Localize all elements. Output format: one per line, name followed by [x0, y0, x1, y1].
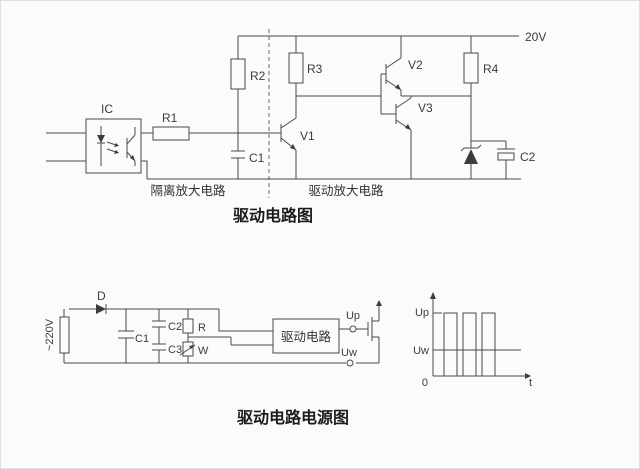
resistor-R1: R1 — [141, 111, 281, 141]
resistor-R-pot-W-column: R W — [179, 309, 209, 363]
transistor-V2-label: V2 — [408, 58, 423, 72]
pot-W-label: W — [198, 345, 209, 357]
pulse-train — [443, 312, 496, 376]
capacitor-C1-supply: C1 — [118, 309, 149, 363]
section-label-drive-amp: 驱动放大电路 — [308, 183, 384, 198]
resistor-R3: R3 — [288, 36, 323, 118]
ac-source: ~220V — [44, 309, 70, 363]
capacitor-C2-C3-column: C2 C3 — [152, 309, 182, 363]
plot-axes — [432, 296, 525, 377]
zener-diode-icon — [460, 144, 482, 179]
transistor-V1-label: V1 — [300, 129, 315, 143]
block-input-wires — [188, 309, 273, 346]
resistor-R3-label: R3 — [307, 62, 323, 76]
transistor-V3-label: V3 — [418, 101, 433, 115]
resistor-R1-label: R1 — [162, 111, 178, 125]
up-output: Up — [339, 310, 368, 333]
bottom-power-circuit: ~220V D C1 C2 C3 R W — [44, 289, 532, 427]
top-drive-circuit: 20V R2 R3 R4 IC — [46, 29, 546, 225]
push-pull-base-wire — [296, 74, 382, 114]
capacitor-C2-supply-label: C2 — [168, 321, 182, 333]
up-output-label: Up — [346, 310, 360, 322]
capacitor-C3-supply-label: C3 — [168, 344, 182, 356]
capacitor-C1: C1 — [231, 133, 265, 179]
resistor-R-label: R — [198, 322, 206, 334]
waveform-plot: Up Uw 0 t — [413, 292, 532, 389]
ac-source-label: ~220V — [44, 318, 56, 351]
mosfet-icon — [367, 300, 382, 363]
led-diode-icon — [97, 135, 105, 143]
diode-D: D — [69, 289, 219, 314]
top-circuit-title: 驱动电路图 — [233, 206, 313, 225]
resistor-R2: R2 — [230, 36, 266, 151]
plot-zero-label: 0 — [422, 377, 428, 389]
transistor-V1: V1 — [280, 117, 315, 179]
transistor-V3: V3 — [381, 96, 433, 179]
plot-uw-label: Uw — [413, 345, 429, 357]
light-arrows-icon — [106, 141, 117, 153]
capacitor-C1-label: C1 — [249, 151, 265, 165]
drive-circuit-block-label: 驱动电路 — [281, 329, 332, 344]
drive-circuit-block: 驱动电路 — [272, 318, 340, 354]
optocoupler-IC: IC — [46, 102, 142, 174]
resistor-R4-label: R4 — [483, 62, 499, 76]
uw-output-label: Uw — [341, 347, 357, 359]
bottom-circuit-title: 驱动电路电源图 — [237, 408, 349, 427]
ic-ground-lead — [141, 160, 148, 179]
plot-t-label: t — [529, 377, 532, 389]
ic-label: IC — [101, 102, 113, 116]
section-label-isolation: 隔离放大电路 — [150, 183, 226, 198]
transistor-V2: V2 — [381, 36, 423, 96]
capacitor-C2-label: C2 — [520, 150, 536, 164]
resistor-R4: R4 — [463, 36, 499, 148]
diode-D-label: D — [97, 289, 106, 303]
phototransistor-icon — [126, 127, 136, 166]
uw-output: Uw — [64, 347, 379, 367]
plot-up-label: Up — [415, 307, 429, 319]
capacitor-C1-supply-label: C1 — [135, 333, 149, 345]
capacitor-C2: C2 — [471, 140, 536, 179]
resistor-R2-label: R2 — [250, 69, 266, 83]
supply-voltage-label: 20V — [525, 30, 546, 44]
ic-input-leads — [46, 132, 86, 162]
